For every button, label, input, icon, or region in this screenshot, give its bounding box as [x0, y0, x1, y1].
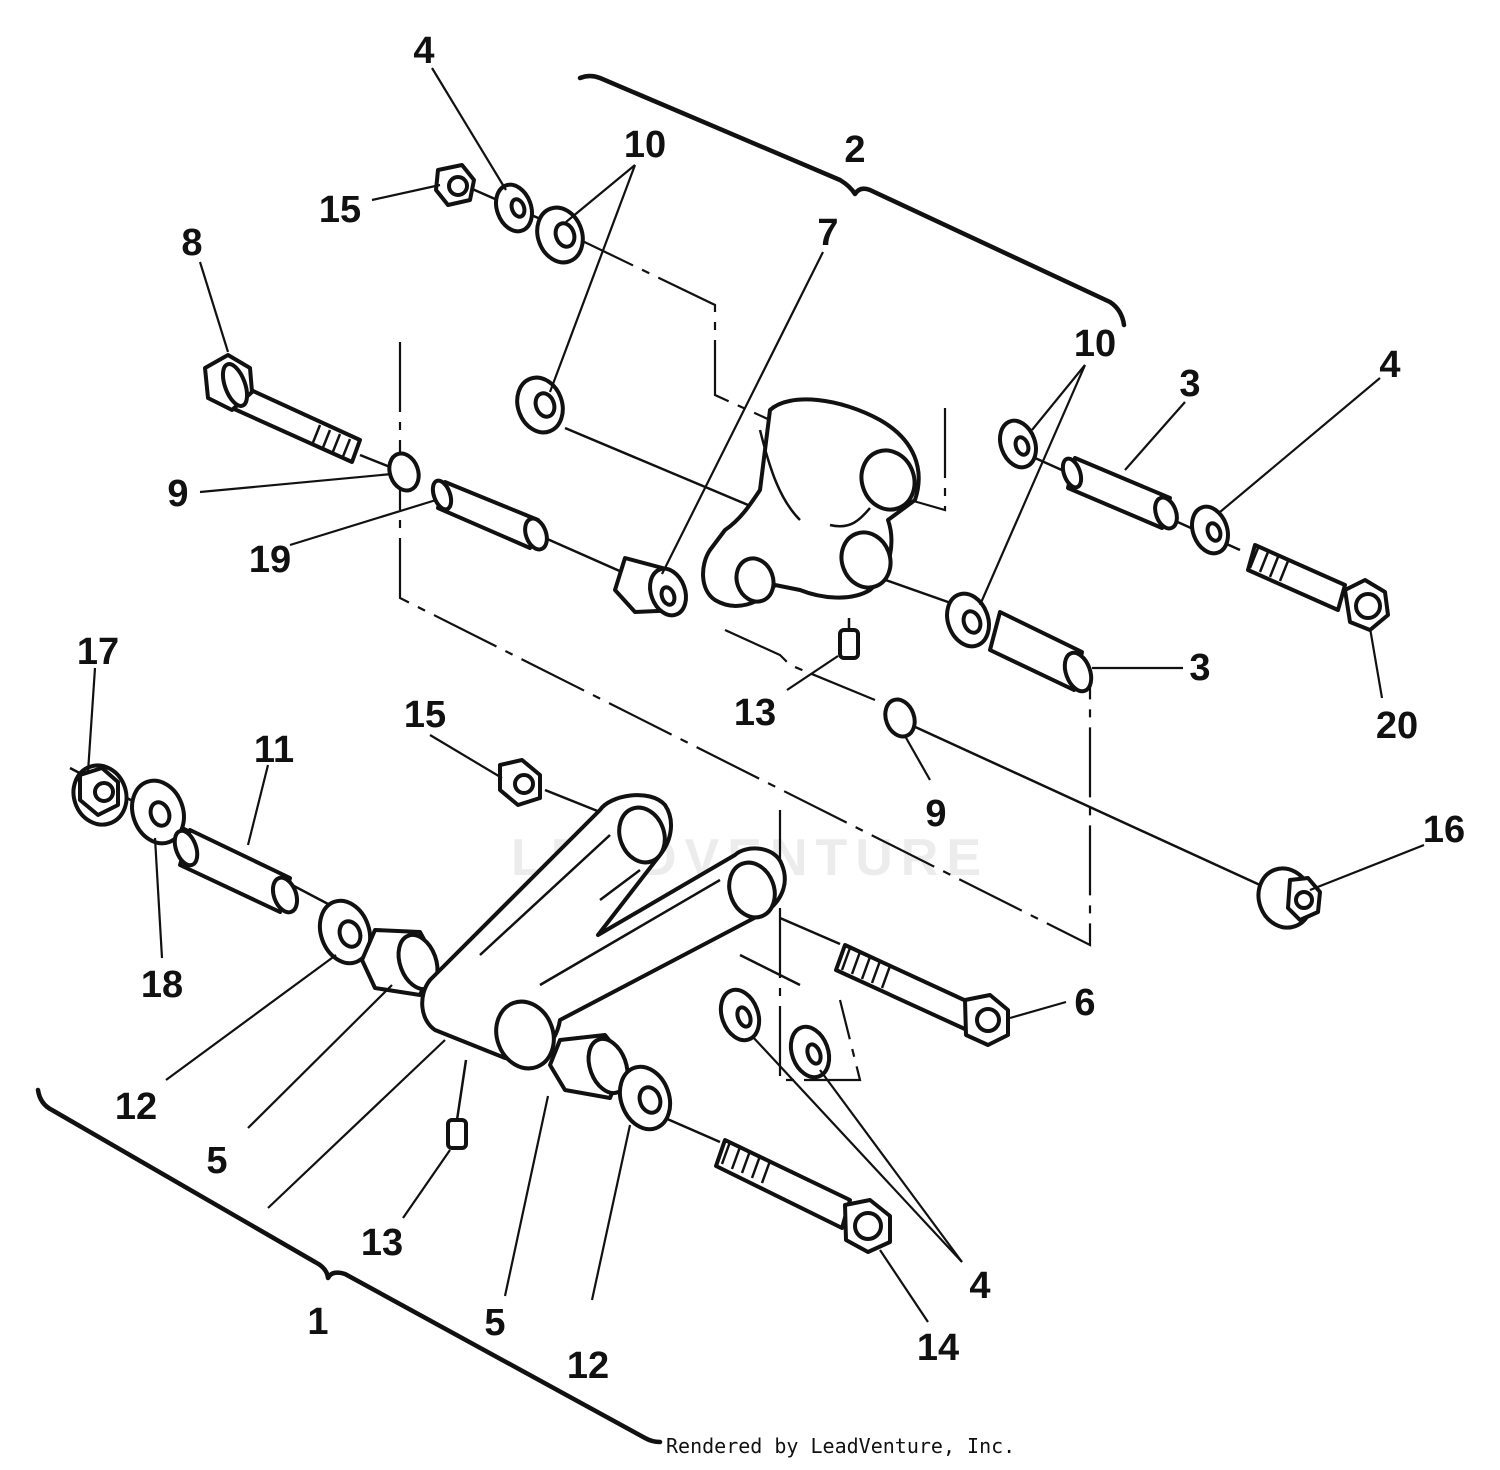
callout-3-lower: 3: [1189, 647, 1210, 689]
callout-10-top: 10: [624, 124, 666, 166]
bracket-body-2: [701, 397, 921, 608]
bushing-10-upper-top: [535, 205, 585, 265]
bolt-14: [714, 1138, 892, 1254]
callout-2: 2: [844, 129, 865, 171]
callout-1: 1: [307, 1301, 328, 1343]
sleeve-3-upper: [1060, 456, 1179, 531]
callout-8: 8: [181, 222, 202, 264]
bolt-20: [1246, 543, 1390, 632]
callout-10-right: 10: [1074, 323, 1116, 365]
callout-4-lower: 4: [969, 1265, 990, 1307]
axis-line-bottom-right: [544, 788, 601, 814]
washer-4-lower-left: [718, 987, 762, 1043]
centerline-upper-top: [569, 234, 771, 422]
bushing-10-upper-mid: [515, 375, 565, 435]
callout-13-lower: 13: [361, 1222, 403, 1264]
callout-4-top: 4: [413, 30, 434, 72]
axis-line-bolt6: [779, 916, 841, 946]
centerline-upper-right: [909, 408, 947, 512]
clip-9-lower: [883, 697, 917, 739]
bushing-5-lower-right: [548, 1033, 630, 1100]
sleeve-11: [172, 828, 300, 915]
washer-4-lower-right: [788, 1024, 832, 1080]
washer-18: [130, 778, 186, 846]
callout-6: 6: [1074, 982, 1095, 1024]
callout-20: 20: [1376, 705, 1418, 747]
clip-9-upper: [387, 451, 421, 493]
callout-12-left: 12: [115, 1086, 157, 1128]
nut-15-lower: [498, 758, 542, 807]
sleeve-19: [430, 478, 549, 552]
axis-line-bolt16: [899, 718, 1261, 887]
callout-16: 16: [1423, 809, 1465, 851]
bushing-5-lower-left: [360, 928, 440, 997]
leader-lines: [86, 67, 1425, 1323]
centerline-lower-frame: [778, 810, 862, 1082]
grease-fitting-13-upper: [838, 618, 860, 660]
callout-13-upper: 13: [734, 692, 776, 734]
link-arm-1: [420, 793, 787, 1071]
washer-4-upper-right: [1190, 504, 1230, 556]
callout-3-top: 3: [1179, 363, 1200, 405]
sleeve-3-lower: [988, 610, 1094, 694]
axis-line-bolt8: [359, 453, 391, 469]
callout-18: 18: [141, 964, 183, 1006]
callout-11: 11: [254, 729, 294, 771]
callout-19: 19: [249, 539, 291, 581]
callout-12-right: 12: [567, 1345, 609, 1387]
nut-17: [71, 763, 129, 827]
bolt-6: [834, 943, 1010, 1047]
callout-17: 17: [77, 631, 119, 673]
callout-4-right: 4: [1379, 344, 1400, 386]
axis-line-bolt14: [664, 1116, 721, 1144]
axis-line-washer-right: [739, 953, 801, 987]
callout-9-left: 9: [167, 473, 188, 515]
bracket-assembly-1: [35, 1087, 663, 1445]
axis-line-mid: [564, 426, 761, 512]
callout-14: 14: [917, 1327, 959, 1369]
callout-7: 7: [817, 212, 838, 254]
render-credit: Rendered by LeadVenture, Inc.: [666, 1434, 1016, 1458]
callout-9-right: 9: [925, 793, 946, 835]
bracket-assembly-2: [577, 73, 1127, 328]
bolt-8: [203, 353, 362, 464]
grease-fitting-13-lower: [446, 1059, 468, 1150]
bushing-10-lower-right: [945, 591, 991, 649]
callout-15-top: 15: [319, 189, 361, 231]
callout-15-lower: 15: [404, 694, 446, 736]
bushing-10-upper-right: [998, 418, 1038, 470]
callout-5-left: 5: [206, 1140, 227, 1182]
bushing-12-lower-right: [617, 1064, 673, 1132]
callout-5-right: 5: [484, 1302, 505, 1344]
bushing-12-lower-left: [317, 898, 373, 966]
nut-16: [1256, 866, 1322, 930]
nut-15-upper: [434, 163, 476, 207]
centerline-upper-bottom: [724, 628, 876, 702]
bushing-7: [613, 556, 688, 618]
washer-4-upper-left: [494, 182, 534, 234]
